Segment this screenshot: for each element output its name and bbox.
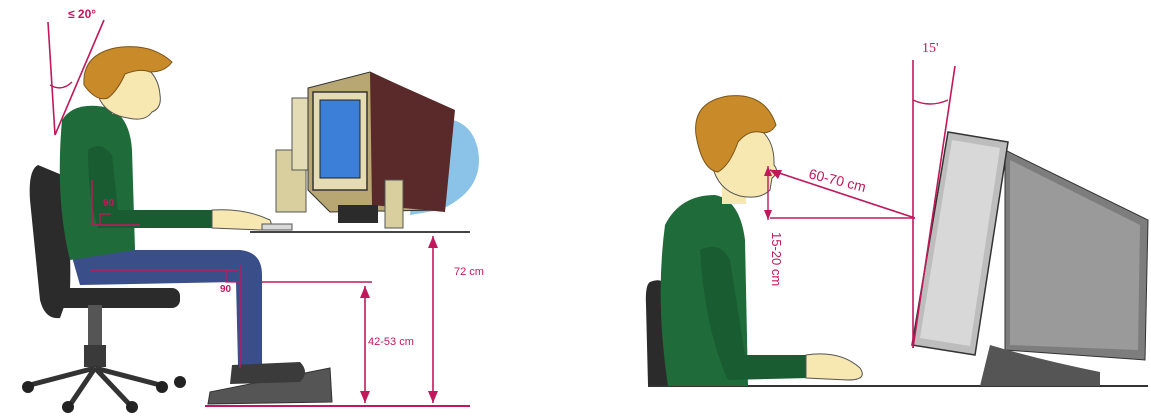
seated-person-arm xyxy=(88,146,215,228)
seated-person-legs xyxy=(70,250,305,384)
monitor-screen xyxy=(319,99,361,179)
desk-height-label: 72 cm xyxy=(454,266,484,278)
seated-person-hair xyxy=(83,46,173,100)
head-tilt-label: ≤ 20° xyxy=(68,7,96,21)
right-person-arm xyxy=(700,246,810,380)
elbow-angle-label: 90 xyxy=(103,198,115,209)
knee-angle-label: 90 xyxy=(220,284,232,295)
viewing-distance-label: 60-70 cm xyxy=(807,165,867,195)
right-person-hand xyxy=(805,353,863,381)
screen-tilt-label: 15' xyxy=(922,41,939,56)
seat-height-label: 42-53 cm xyxy=(368,336,414,348)
office-chair xyxy=(22,165,186,413)
desktop-computer xyxy=(275,71,479,229)
right-diagram-viewing-distance: 15' 60-70 cm 15-20 cm xyxy=(645,41,1149,387)
right-person-hair xyxy=(695,95,777,173)
eye-offset-label: 15-20 cm xyxy=(769,232,784,286)
crt-monitor xyxy=(911,131,1149,386)
left-diagram-seated-posture: ≤ 20° 90 90 72 cm xyxy=(22,7,484,413)
